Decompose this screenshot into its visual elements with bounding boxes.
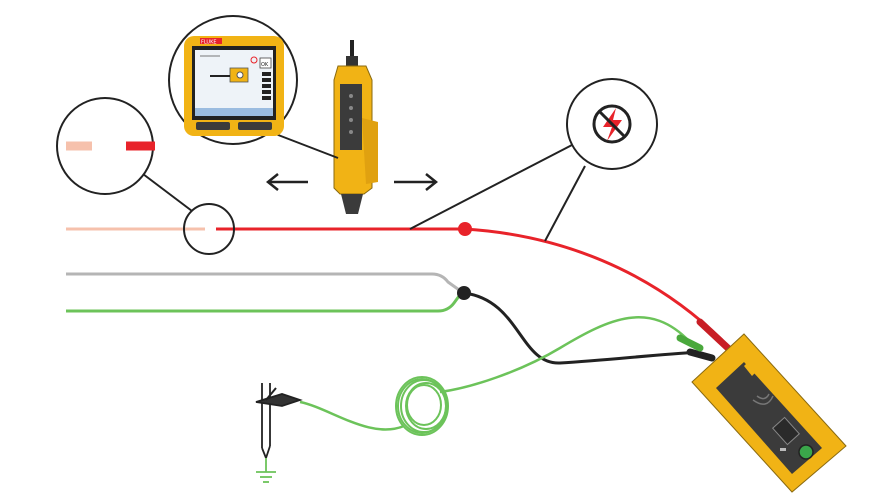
black-lead xyxy=(463,291,701,365)
coiled-cable xyxy=(395,376,449,436)
ground-icon xyxy=(256,458,276,483)
receiver-device xyxy=(333,40,378,214)
arrow-right-icon xyxy=(394,173,439,191)
arrow-left-icon xyxy=(265,173,308,191)
live-wire xyxy=(216,227,724,342)
red-lead-end xyxy=(696,318,734,354)
zoom-connector-left xyxy=(142,173,193,212)
green-lead-end xyxy=(676,334,704,352)
screen-device-frame: FLUKE OK xyxy=(184,36,284,136)
green-lead xyxy=(439,316,691,394)
live-contact-point xyxy=(458,222,472,236)
neutral-wire xyxy=(66,272,463,294)
zoom-connector-right-b xyxy=(544,165,586,242)
transmitter-device xyxy=(691,333,847,493)
zoom-connector-right-a xyxy=(409,144,573,230)
screen-status-label: OK xyxy=(261,62,269,68)
no-voltage-icon xyxy=(592,104,632,144)
zoom-point-circle xyxy=(183,203,235,255)
ground-probe xyxy=(255,383,303,459)
black-lead-end xyxy=(686,348,716,362)
probe-lead xyxy=(299,400,405,431)
screen-brand-label: FLUKE xyxy=(201,40,217,46)
ground-wire xyxy=(66,291,464,313)
